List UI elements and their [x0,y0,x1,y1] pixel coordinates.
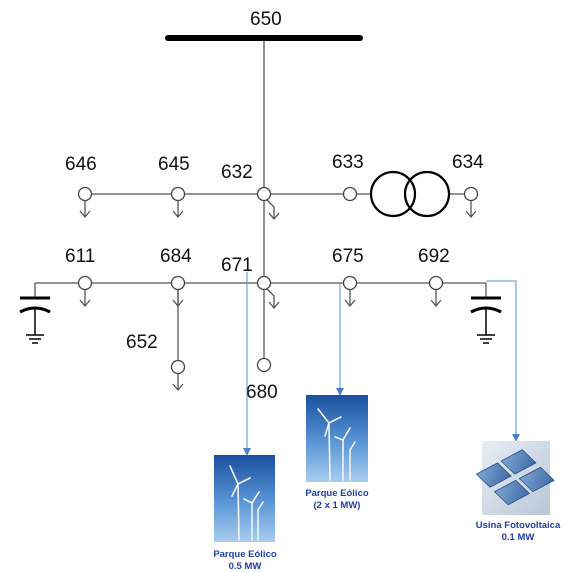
load-arrow-675-icon [344,290,356,308]
node-645 [170,186,186,202]
node-671 [256,275,272,291]
solar-label-line1: Usina Fotovoltaica [476,520,561,531]
node-632 [256,186,272,202]
wind-small-label-line2: 0.5 MW [229,561,262,572]
transformer-winding-primary [369,170,417,218]
capacitor-675-icon [470,296,502,344]
load-arrow-611-icon [79,290,91,308]
bus-label-650: 650 [250,9,282,30]
node-680 [256,357,272,373]
bus-label-646: 646 [65,154,97,175]
wind-small-label-line1: Parque Eólico [213,549,277,560]
node-634 [463,186,479,202]
node-652 [170,359,186,375]
bus-label-692: 692 [418,246,450,267]
bus-label-675: 675 [332,246,364,267]
node-675 [342,275,358,291]
bus-label-645: 645 [158,154,190,175]
link-692-solar [486,280,520,442]
node-611 [77,275,93,291]
load-arrow-634-icon [465,201,477,219]
solar-plant-image [475,441,555,515]
bus-label-684: 684 [160,246,192,267]
bus-label-671: 671 [221,255,253,276]
wind-large-label-line1: Parque Eólico [305,488,369,499]
node-684 [170,275,186,291]
node-646 [77,186,93,202]
node-692 [428,275,444,291]
solar-label-line2: 0.1 MW [502,532,535,543]
bus-label-634: 634 [452,152,484,173]
load-arrow-684-icon [172,290,184,308]
bus-label-611: 611 [65,246,95,267]
load-arrow-645-icon [172,201,184,219]
wind-farm-small-image [214,455,275,542]
bus-label-652: 652 [126,332,158,353]
transformer-winding-secondary [403,170,451,218]
wind-farm-large-image [306,395,368,482]
load-arrow-652-icon [172,374,184,392]
bus-label-632: 632 [221,162,253,183]
bus-label-633: 633 [332,152,364,173]
load-arrow-632-icon [265,198,280,221]
load-arrow-692-icon [430,290,442,308]
bus-label-680: 680 [246,382,278,403]
load-arrow-671-icon [265,287,280,310]
load-arrow-646-icon [79,201,91,219]
wind-large-label-line2: (2 x 1 MW) [314,500,361,511]
capacitor-611-icon [19,296,51,344]
node-633 [342,186,358,202]
